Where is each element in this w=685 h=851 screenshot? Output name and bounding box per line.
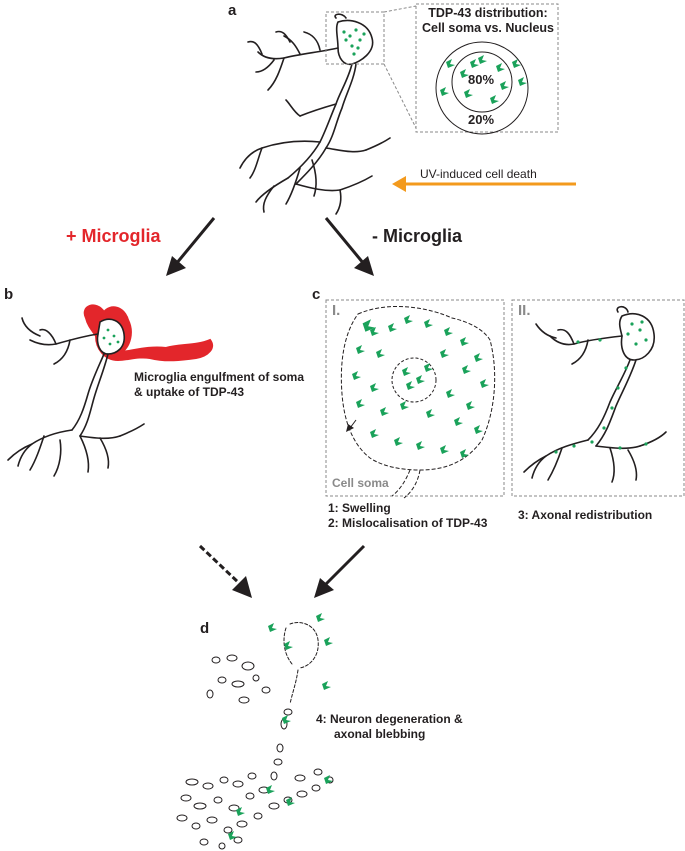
nucleus-outline-c (391, 357, 437, 403)
dashed-arrow-to-d (198, 544, 252, 598)
panel-c-caption: 1: Swelling 2: Mislocalisation of TDP-43 (328, 501, 487, 531)
tdp43-mislocalised-flecks (352, 315, 489, 458)
minus-microglia-label: - Microglia (372, 226, 463, 246)
panel-label-d: d (200, 620, 210, 637)
nucleus-percent: 80% (468, 72, 495, 87)
nucleus-circle (451, 51, 513, 113)
tdp43-soma-dots-b (102, 328, 120, 346)
inset-title: TDP-43 distribution: Cell soma vs. Nucle… (418, 6, 558, 36)
neuron-d-fragments (176, 622, 334, 850)
soma-percent: 20% (468, 112, 495, 127)
panel-c-box-1 (325, 299, 505, 497)
arrow-to-b (166, 217, 216, 276)
panel-d-caption-line2: axonal blebbing (334, 727, 426, 741)
inset-box (415, 3, 559, 133)
neuron-b (7, 317, 145, 477)
panel-b-caption-line2: & uptake of TDP-43 (134, 385, 245, 399)
neuron-a (239, 13, 391, 215)
panel-d-caption: 4: Neuron degeneration & axonal blebbing (316, 712, 463, 742)
panel-c-caption2: 2: Mislocalisation of TDP-43 (328, 516, 488, 530)
swollen-soma-outline (340, 305, 496, 471)
neuron-c2 (523, 305, 667, 483)
arrow-to-c (324, 217, 374, 276)
panel-d-caption-line1: 4: Neuron degeneration & (316, 712, 463, 726)
tdp43-axonal-redistribution (554, 320, 648, 454)
solid-arrow-to-d (314, 544, 366, 598)
panel-label-b: b (4, 286, 14, 303)
panel-c-caption3: 3: Axonal redistribution (518, 508, 653, 522)
box-2-label: II. (518, 302, 531, 319)
inset-title-line2: Cell soma vs. Nucleus (421, 21, 554, 35)
soma-circle (435, 41, 529, 135)
plus-microglia-label: + Microglia (66, 226, 161, 246)
panel-c-caption1: 1: Swelling (328, 501, 391, 515)
panel-b-caption-line1: Microglia engulfment of soma (134, 370, 305, 384)
panel-label-a: a (228, 2, 237, 19)
uv-label: UV-induced cell death (420, 167, 537, 181)
panel-c-box-2 (511, 299, 685, 497)
inset-title-line1: TDP-43 distribution: (428, 6, 548, 20)
tdp43-soma-dots-a (342, 28, 366, 56)
panel-b-caption: Microglia engulfment of soma & uptake of… (134, 370, 304, 400)
cell-soma-label: Cell soma (332, 476, 389, 490)
box-1-label: I. (332, 302, 341, 319)
panel-label-c: c (312, 286, 321, 303)
